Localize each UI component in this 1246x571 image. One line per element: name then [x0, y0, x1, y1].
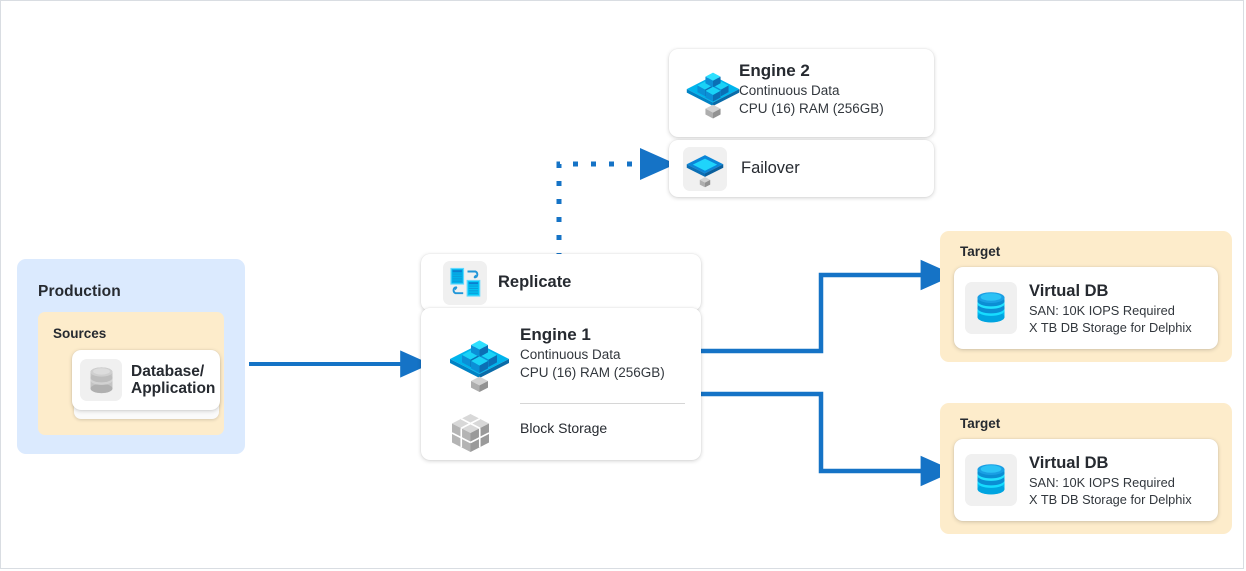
sources-title: Sources — [53, 326, 107, 341]
failover-platform-icon — [683, 146, 727, 191]
engine1-divider — [520, 403, 685, 404]
arrow-replicate-to-failover — [556, 147, 676, 258]
source-label-line2: Application — [131, 380, 216, 397]
target-title: Target — [960, 244, 1001, 259]
virtual-db-text-block: Virtual DB SAN: 10K IOPS Required X TB D… — [1029, 281, 1192, 336]
sources-group: Sources Database/ Applic — [38, 312, 224, 435]
virtual-db-cylinder-icon — [965, 282, 1017, 334]
engine1-subtitle-line1: Continuous Data — [520, 347, 621, 362]
database-cylinder-icon — [80, 359, 122, 401]
engine2-subtitle-line1: Continuous Data — [739, 83, 840, 98]
target-title: Target — [960, 416, 1001, 431]
production-title: Production — [38, 283, 121, 300]
virtual-db-title: Virtual DB — [1029, 281, 1109, 300]
failover-label: Failover — [741, 159, 800, 177]
block-storage-cube-icon — [449, 412, 492, 460]
virtual-db-card[interactable]: Virtual DB SAN: 10K IOPS Required X TB D… — [954, 439, 1218, 521]
virtual-db-subtitle-line2: X TB DB Storage for Delphix — [1029, 319, 1192, 335]
engine2-subtitle-line2: CPU (16) RAM (256GB) — [739, 101, 884, 116]
arrow-engine1-to-target1 — [701, 259, 955, 354]
production-panel: Production Sources Dat — [17, 259, 245, 454]
source-card-database-application[interactable]: Database/ Application — [72, 350, 220, 410]
engine2-card[interactable]: Engine 2 Continuous Data CPU (16) RAM (2… — [669, 49, 934, 137]
virtual-db-title: Virtual DB — [1029, 453, 1109, 472]
failover-card[interactable]: Failover — [669, 140, 934, 197]
engine2-title: Engine 2 — [739, 61, 810, 80]
virtual-db-subtitle-line1: SAN: 10K IOPS Required — [1029, 302, 1175, 318]
engine1-title: Engine 1 — [520, 325, 591, 344]
virtual-db-text-block: Virtual DB SAN: 10K IOPS Required X TB D… — [1029, 453, 1192, 508]
replicate-sync-icon — [443, 260, 487, 305]
block-storage-label: Block Storage — [520, 420, 608, 436]
virtual-db-cylinder-icon — [965, 454, 1017, 506]
virtual-db-card[interactable]: Virtual DB SAN: 10K IOPS Required X TB D… — [954, 267, 1218, 349]
engine-cube-cluster-icon — [685, 60, 741, 125]
target-panel-1: Target Virtual DB SAN: 10K IOPS Required — [940, 231, 1232, 362]
engine1-text-block: Engine 1 Continuous Data CPU (16) RAM (2… — [520, 324, 665, 382]
source-card-label: Database/ Application — [131, 363, 215, 397]
replicate-label: Replicate — [498, 273, 572, 291]
source-label-line1: Database/ — [131, 363, 205, 380]
engine1-group: Replicate — [421, 254, 701, 460]
virtual-db-subtitle-line1: SAN: 10K IOPS Required — [1029, 474, 1175, 490]
virtual-db-subtitle-line2: X TB DB Storage for Delphix — [1029, 491, 1192, 507]
arrow-engine1-to-target2 — [701, 391, 955, 487]
engine1-card[interactable]: Engine 1 Continuous Data CPU (16) RAM (2… — [421, 308, 701, 460]
replicate-row[interactable]: Replicate — [421, 254, 701, 311]
engine2-text-block: Engine 2 Continuous Data CPU (16) RAM (2… — [739, 60, 884, 118]
engine-cube-cluster-icon — [448, 327, 511, 398]
engine1-subtitle-line2: CPU (16) RAM (256GB) — [520, 365, 665, 380]
target-panel-2: Target Virtual DB SAN: 10K IOPS Required — [940, 403, 1232, 534]
